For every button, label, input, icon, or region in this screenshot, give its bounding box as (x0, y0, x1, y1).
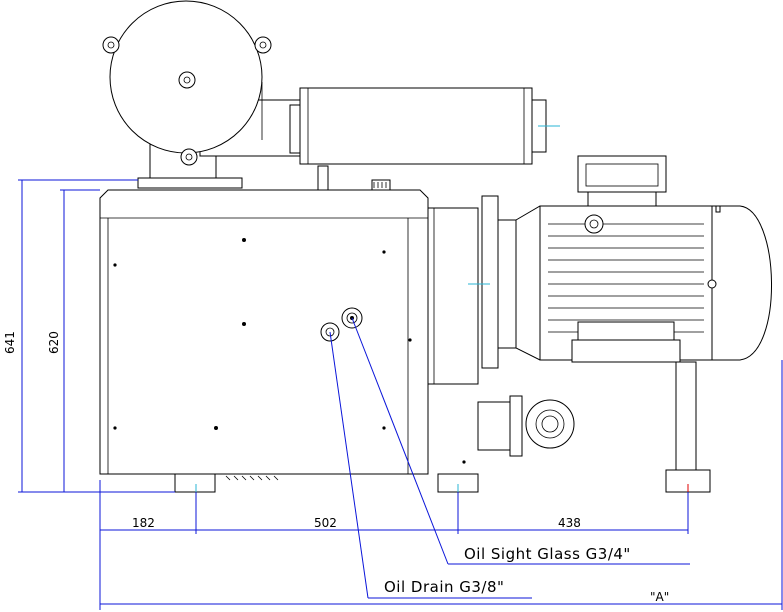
motor-support (665, 361, 711, 493)
dim-182-label: 182 (132, 516, 155, 530)
knob-icon (102, 36, 120, 54)
dim-438-label: 438 (558, 516, 581, 530)
oil-drain-label: Oil Drain G3/8" (384, 578, 504, 596)
dim-502-label: 502 (314, 516, 337, 530)
dimension-body-height: 620 (47, 189, 100, 493)
knob-icon (178, 71, 196, 89)
coupling-housing (427, 195, 517, 385)
callout-oil-sight-glass: Oil Sight Glass G3/4" (351, 317, 690, 565)
oil-sight-glass-label: Oil Sight Glass G3/4" (464, 545, 631, 563)
filter-housing (102, 0, 301, 189)
exhaust-silencer (289, 87, 560, 165)
dimension-overall-height: 641 (3, 179, 175, 493)
inlet-port (477, 395, 575, 457)
terminal-box (577, 155, 667, 207)
dim-620-label: 620 (47, 331, 61, 354)
dim-641-label: 641 (3, 331, 17, 354)
callout-oil-drain: Oil Drain G3/8" (329, 331, 532, 599)
electric-motor (515, 155, 772, 363)
vent-slots (225, 475, 279, 481)
knob-icon (180, 148, 198, 166)
pump-body (99, 165, 479, 493)
knob-icon (254, 36, 272, 54)
dimension-horizontal: 182 502 438 "A" (99, 360, 783, 610)
dim-a-label: "A" (650, 590, 669, 604)
